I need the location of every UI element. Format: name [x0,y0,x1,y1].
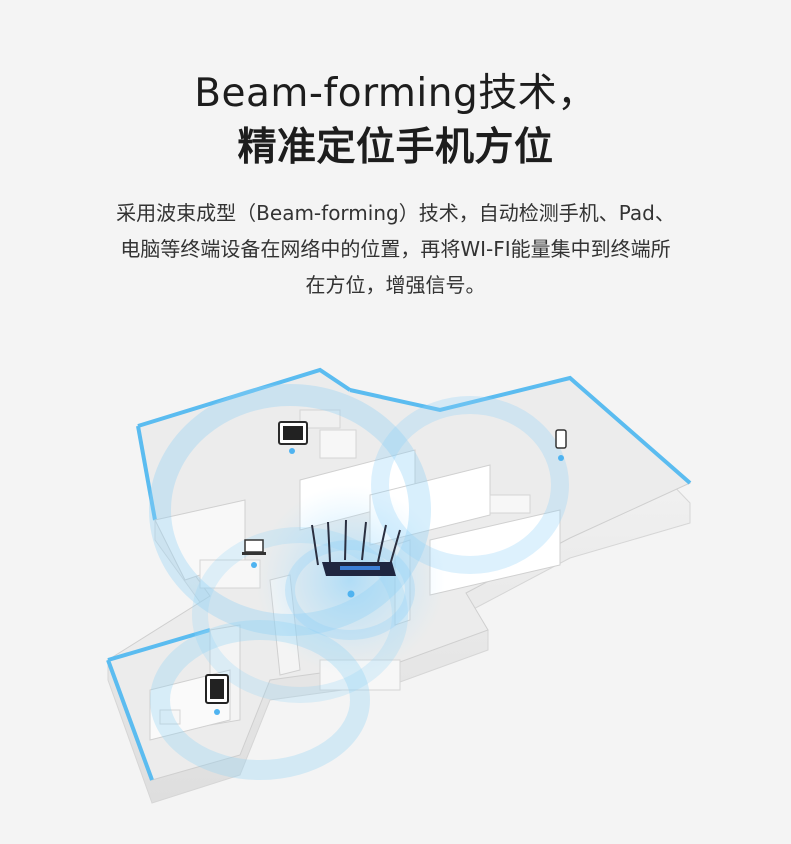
tablet-icon [205,674,229,715]
description-line-2: 电脑等终端设备在网络中的位置，再将WI-FI能量集中到终端所 [120,237,671,261]
router-icon [311,519,401,598]
floorplan-illustration [106,367,692,804]
headline-line-2: 精准定位手机方位 [237,125,554,170]
phone-icon [555,429,567,461]
description-line-3: 在方位，增强信号。 [305,273,486,297]
laptop-icon [242,539,266,568]
headline-line-1: Beam-forming技术， [194,71,597,116]
monitor-icon [278,421,308,454]
wifi-wave-icon [149,384,569,780]
description-line-1: 采用波束成型（Beam-forming）技术，自动检测手机、Pad、 [116,201,675,225]
